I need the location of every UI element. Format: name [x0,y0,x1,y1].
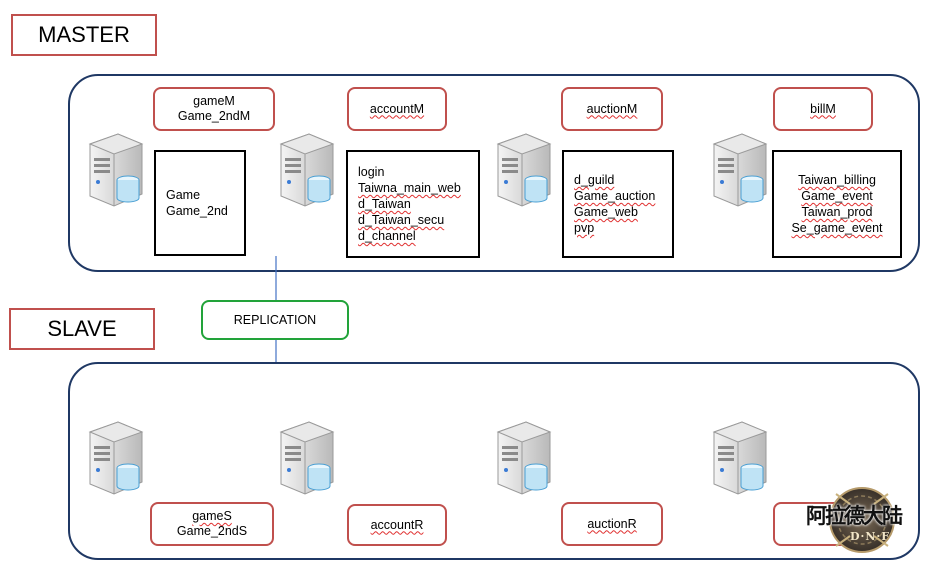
database-list-bill: Taiwan_billing Game_event Taiwan_prod Se… [772,150,902,258]
database-name: d_Taiwan_secu [358,213,445,227]
database-server-icon [279,133,335,207]
database-name: Se_game_event [791,221,883,235]
dnf-logo-text: 阿拉德大陆 [806,503,903,528]
server-name-line: accountR [370,517,424,532]
database-server-icon [712,133,768,207]
server-name-accountr: accountR [347,504,447,546]
database-name: pvp [574,221,595,235]
database-list-auction: d_guild Game_auction Game_web pvp [562,150,674,258]
database-name: Game [166,188,201,202]
server-name-billm: billM [773,87,873,131]
master-label: MASTER [11,14,157,56]
server-name-line: auctionM [586,101,638,116]
server-name-line: accountM [369,101,425,116]
database-name: d_Taiwan [358,197,411,211]
replication-label: REPLICATION [201,300,349,340]
database-name: Taiwan_prod [801,205,873,219]
database-name: Taiwna_main_web [358,181,461,195]
database-server-icon [496,421,552,495]
database-name: d_guild [574,173,615,187]
server-name-line: Game_2ndM [177,109,251,123]
server-name-auctionr: auctionR [561,502,663,546]
database-name: Game_event [801,189,873,203]
server-name-line: Game_2ndS [176,524,248,538]
server-name-games: gameS Game_2ndS [150,502,274,546]
server-name-line: billM [810,101,836,116]
server-name-line: auctionR [587,516,637,531]
database-name: d_channel [358,229,416,243]
database-server-icon [88,133,144,207]
server-name-line: gameM [193,94,235,108]
server-name-gamem: gameM Game_2ndM [153,87,275,131]
database-server-icon [712,421,768,495]
database-name: Game_2nd [166,204,228,218]
slave-label: SLAVE [9,308,155,350]
database-list-account: login Taiwna_main_web d_Taiwan d_Taiwan_… [346,150,480,258]
dnf-logo [829,487,895,553]
server-name-line: gameS [192,509,232,523]
server-name-accountm: accountM [347,87,447,131]
database-name: Game_web [574,205,638,219]
database-list-game: Game Game_2nd [154,150,246,256]
database-server-icon [88,421,144,495]
database-name: Taiwan_billing [798,173,876,187]
dnf-logo-subtitle: D·N·F [849,530,891,543]
database-name: login [358,165,385,179]
server-name-auctionm: auctionM [561,87,663,131]
database-server-icon [496,133,552,207]
database-name: Game_auction [574,189,656,203]
database-server-icon [279,421,335,495]
